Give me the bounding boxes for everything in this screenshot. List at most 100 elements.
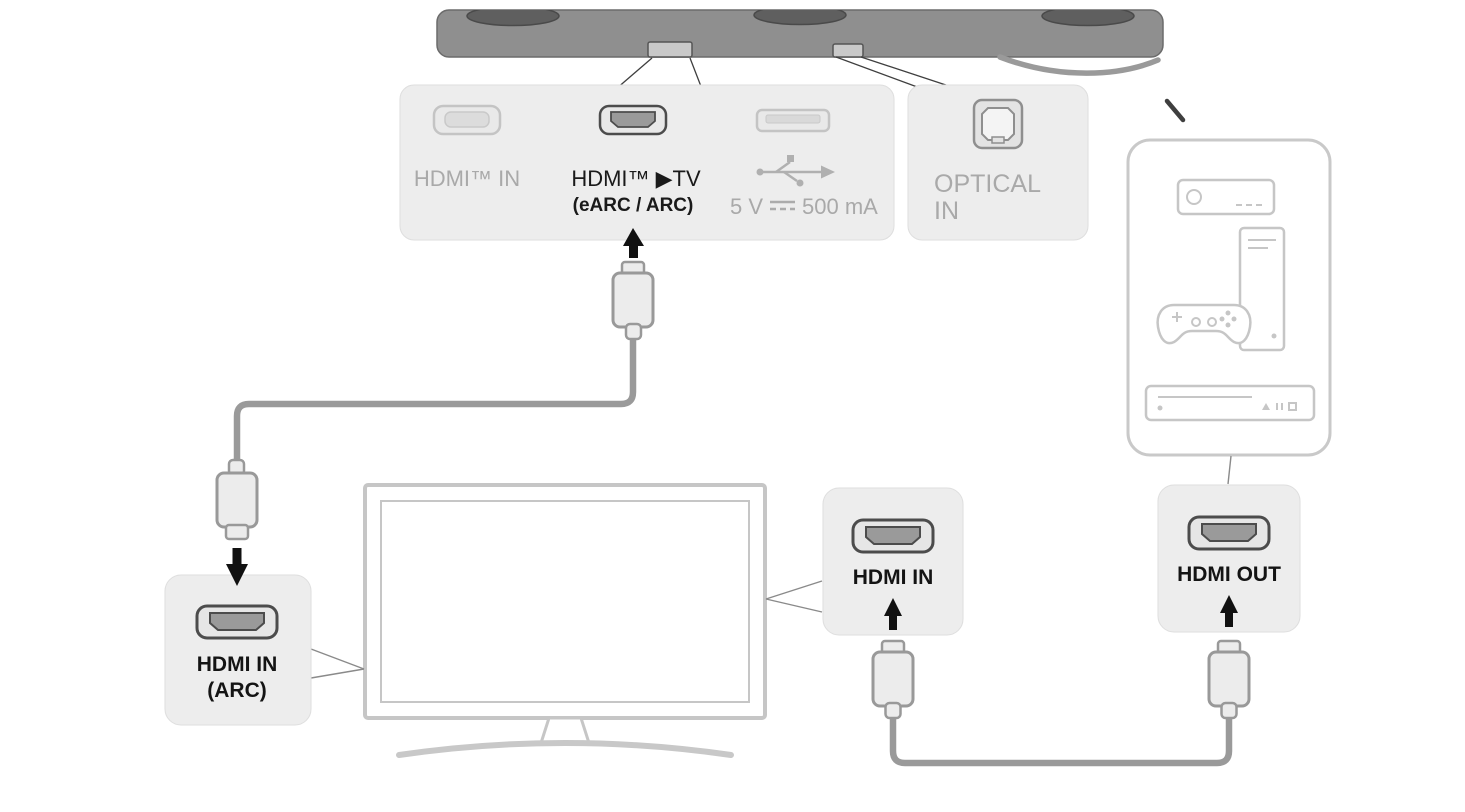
hdmi-cable xyxy=(889,708,1233,767)
arrow-head xyxy=(1220,595,1238,613)
speaker-grille-icon xyxy=(753,10,847,26)
callout-line xyxy=(689,57,703,90)
hdmi-tv-port-inner xyxy=(610,111,656,128)
hdmi-port-inactive-icon xyxy=(432,104,502,136)
callout-line xyxy=(615,57,653,90)
tv-stand-base xyxy=(396,740,734,758)
callout-lines-soundbar xyxy=(615,56,956,90)
usb-symbol-dot xyxy=(756,168,764,176)
speaker-grille-icon xyxy=(466,10,560,27)
callout-line xyxy=(310,648,365,670)
optical-label-line2: IN xyxy=(934,197,959,225)
optical-port-tab xyxy=(991,136,1005,144)
tv-hdmi-in-panel: HDMI IN xyxy=(822,487,964,636)
down-arrow-icon xyxy=(226,548,248,586)
hdmi-cable xyxy=(233,332,637,470)
callout-wedges xyxy=(310,580,823,679)
device-hdmi-out-panel: HDMI OUT xyxy=(1157,484,1301,633)
tv-screen xyxy=(380,500,750,703)
tv-hdmi-in-port-inner xyxy=(865,526,921,545)
callout-line xyxy=(765,598,823,613)
hdmi-port-icon xyxy=(598,104,668,136)
optical-panel: OPTICAL IN xyxy=(907,84,1089,241)
plug-body xyxy=(215,471,259,529)
gamepad-button xyxy=(1231,316,1237,322)
gamepad-stick xyxy=(1191,317,1201,327)
hdmi-plug-icon xyxy=(871,639,915,720)
plug-strain-relief xyxy=(624,322,643,341)
gamepad-icon xyxy=(1156,303,1252,345)
usb-voltage-label: 5 V xyxy=(730,194,763,219)
hdmi-plug-icon xyxy=(611,260,655,341)
devices-box-outline xyxy=(1126,138,1332,457)
gamepad-button xyxy=(1225,310,1231,316)
external-devices-box xyxy=(1126,138,1332,457)
plug-strain-relief xyxy=(1220,701,1238,720)
usb-symbol-icon xyxy=(756,155,835,187)
usb-symbol-circle xyxy=(796,179,804,187)
hdmi-port-icon xyxy=(195,604,279,640)
hdmi-in-port-inner xyxy=(444,111,490,128)
soundbar-ports-panel: HDMI™ IN HDMI™ ▶TV (eARC / ARC) 5 V 500 … xyxy=(399,84,895,241)
optical-port-inner xyxy=(981,107,1015,141)
tv-hdmi-in-label: HDMI IN xyxy=(853,566,934,589)
arc-port-label-line1: HDMI IN xyxy=(197,653,278,676)
arrow-shaft xyxy=(889,614,897,630)
gamepad-button xyxy=(1225,322,1231,328)
set-top-box-icon xyxy=(1176,178,1276,216)
cable-continuation-mark xyxy=(1164,98,1186,123)
console-power-button xyxy=(1271,333,1277,339)
optical-port-icon xyxy=(972,98,1024,150)
bluray-player-icon xyxy=(1144,384,1316,422)
soundbar-port-notch xyxy=(832,43,864,58)
dc-power-symbol-icon xyxy=(770,200,795,211)
plug-body xyxy=(871,650,915,708)
plug-body xyxy=(611,271,655,329)
up-arrow-icon xyxy=(1220,595,1238,627)
usb-port-icon xyxy=(755,108,831,133)
hdmi-out-label: HDMI OUT xyxy=(1177,563,1281,586)
callout-line xyxy=(835,56,921,89)
hdmi-cable-soundbar-to-tv xyxy=(215,228,655,586)
arrow-head xyxy=(623,228,644,246)
hdmi-tv-sublabel: (eARC / ARC) xyxy=(573,195,694,216)
arc-panel-background xyxy=(164,574,312,726)
hdmi-out-port-inner xyxy=(1201,523,1257,542)
arrow-head xyxy=(226,564,248,586)
power-cable xyxy=(997,54,1161,76)
usb-port-inner xyxy=(765,114,821,124)
hdmi-port-icon xyxy=(851,518,935,554)
usb-symbol-square xyxy=(787,155,794,162)
soundbar-port-notch xyxy=(647,41,693,58)
bluray-body xyxy=(1144,384,1316,422)
gamepad-stick xyxy=(1207,317,1217,327)
usb-symbol-branch-up xyxy=(775,160,791,174)
hdmi-plug-icon xyxy=(215,458,259,541)
arc-port-label-line2: (ARC) xyxy=(207,679,266,702)
speaker-grille-icon xyxy=(1041,10,1135,27)
gamepad-button xyxy=(1219,316,1225,322)
callout-line xyxy=(310,668,365,679)
tv-stand-neck xyxy=(538,716,592,745)
bluray-stop-symbol xyxy=(1288,402,1297,411)
arrow-head xyxy=(884,598,902,616)
callout-line xyxy=(765,580,823,600)
hdmi-in-label: HDMI™ IN xyxy=(414,166,520,191)
hdmi-cable-device-to-tv xyxy=(871,639,1251,767)
soundbar xyxy=(436,9,1186,123)
tv-icon xyxy=(363,483,767,758)
usb-current-label: 500 mA xyxy=(802,194,878,219)
plug-strain-relief xyxy=(884,701,902,720)
arrow-shaft xyxy=(232,548,242,566)
optical-label-line1: OPTICAL xyxy=(934,170,1041,198)
set-top-box-dial xyxy=(1186,189,1202,205)
usb-symbol-arrowhead xyxy=(821,165,835,179)
usb-symbol-branch-down xyxy=(783,170,798,183)
arc-port-inner xyxy=(209,612,265,631)
arrow-shaft xyxy=(629,244,638,258)
callout-line xyxy=(860,56,956,89)
bluray-power-button xyxy=(1157,405,1163,411)
hdmi-plug-icon xyxy=(1207,639,1251,720)
